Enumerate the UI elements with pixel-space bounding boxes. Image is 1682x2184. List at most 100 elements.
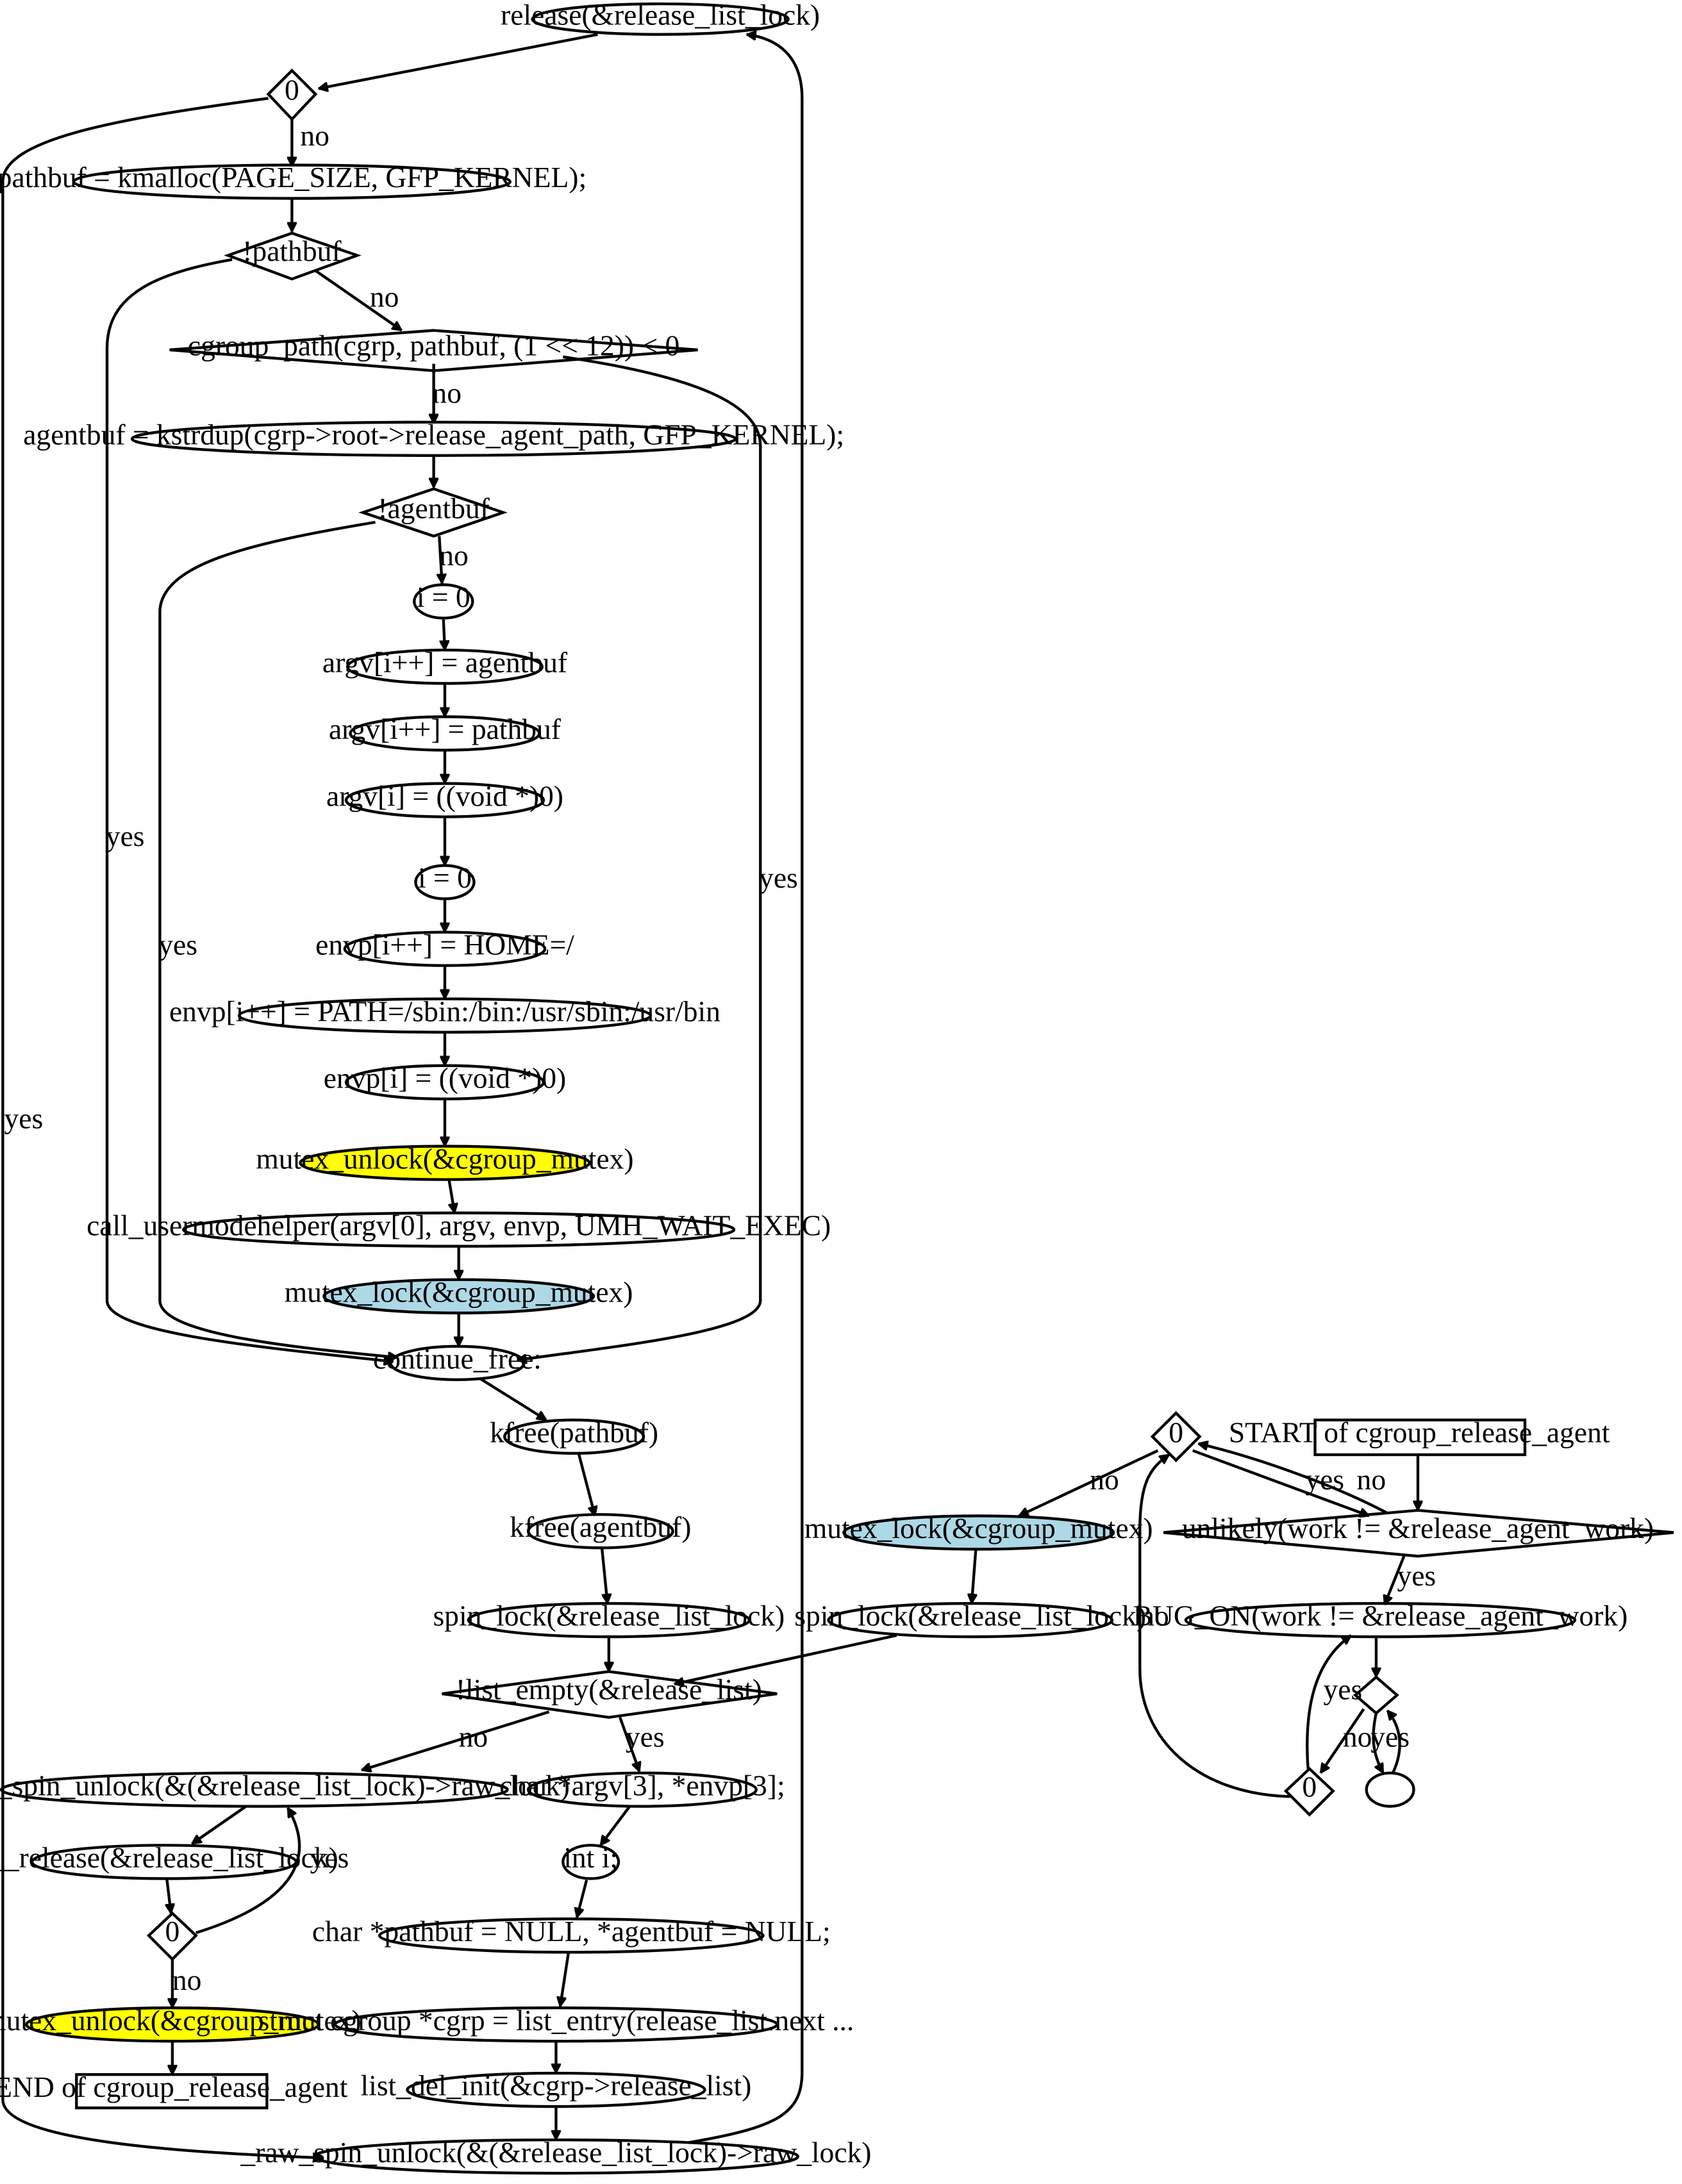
node-label: spin_lock(&release_list_lock): [433, 1600, 785, 1632]
node-label: pathbuf = kmalloc(PAGE_SIZE, GFP_KERNEL)…: [0, 161, 587, 194]
node-char-argv: char *argv[3], *envp[3];: [499, 1769, 785, 1808]
node-mutex-unlock: mutex_unlock(&cgroup_mutex): [0, 2004, 362, 2043]
node-i-zero: i = 0: [413, 581, 474, 620]
edge-label-no: no: [439, 539, 469, 572]
node-pathbuf-alloc: pathbuf = kmalloc(PAGE_SIZE, GFP_KERNEL)…: [0, 161, 587, 200]
node-label: i = 0: [418, 861, 472, 894]
edge-label-no: no: [172, 1964, 202, 1996]
node-envp-null: envp[i] = ((void *)0): [324, 1061, 566, 1101]
decision-cgroup-path: cgroup_path(cgrp, pathbuf, (1 << 12)) < …: [169, 329, 698, 372]
node-label: 0: [285, 74, 299, 106]
node-argv-agentbuf: argv[i++] = agentbuf: [322, 646, 568, 685]
edge: [1192, 1449, 1369, 1516]
node-label: !pathbuf: [242, 235, 342, 267]
decision-list-empty: !list_empty(&release_list): [442, 1670, 778, 1719]
edge: [362, 1710, 550, 1770]
edge: [1198, 1444, 1388, 1515]
node-label: char *argv[3], *envp[3];: [499, 1769, 785, 1801]
edge-label-no: no: [1140, 1600, 1169, 1632]
node-label: mutex_unlock(&cgroup_mutex): [256, 1142, 633, 1175]
edge: [577, 1452, 595, 1516]
edge: [560, 1952, 570, 2006]
decision-unlikely-work: unlikely(work != &release_agent_work): [1163, 1509, 1674, 1558]
node-spin-lock: spin_lock(&release_list_lock): [794, 1600, 1146, 1639]
edge-label-no: no: [370, 281, 399, 313]
decision-zero: 0: [1150, 1410, 1202, 1462]
node-label: 0: [165, 1915, 180, 1948]
edge: [1, 97, 322, 2158]
node-label: release(&release_list_lock): [501, 0, 820, 31]
edge-label-yes: yes: [1305, 1463, 1344, 1496]
node-label: BUG_ON(work != &release_agent_work): [1133, 1600, 1628, 1632]
node-label: envp[i++] = PATH=/sbin:/bin:/usr/sbin:/u…: [169, 995, 720, 1027]
edge: [674, 1634, 897, 1684]
edge: [688, 35, 804, 2144]
node-label: struct cgroup *cgrp = list_entry(release…: [258, 2004, 854, 2037]
node-label: 0: [1302, 1770, 1317, 1803]
edge-label-yes: yes: [158, 928, 197, 961]
decision-zero: 0: [1283, 1767, 1335, 1817]
edge-label-yes: yes: [106, 820, 145, 852]
node-label: continue_free:: [373, 1343, 542, 1375]
edge: [444, 619, 445, 650]
edge: [192, 1805, 247, 1845]
decision-not-pathbuf: !pathbuf: [224, 231, 362, 281]
edge-label-no: no: [1343, 1720, 1372, 1753]
node-label: 0: [1169, 1416, 1183, 1448]
node-kfree-pathbuf: kfree(pathbuf): [490, 1416, 658, 1455]
node-mutex-unlock: mutex_unlock(&cgroup_mutex): [256, 1142, 634, 1181]
node-label: list_del_init(&cgrp->release_list): [361, 2069, 752, 2102]
node-label: i = 0: [417, 581, 470, 613]
edge-label-no: no: [300, 119, 329, 152]
node-label: argv[i] = ((void *)0): [326, 779, 563, 812]
node-raw-spin-unlock: _raw_spin_unlock(&(&release_list_lock)->…: [240, 2136, 871, 2175]
decision-not-agentbuf: !agentbuf: [358, 487, 508, 538]
edge: [517, 355, 762, 1361]
node-char-pathbuf: char *pathbuf = NULL, *agentbuf = NULL;: [312, 1915, 831, 1954]
edge: [1372, 1712, 1385, 1773]
edge-labels: no yes no yes no yes no yes no yes yes n…: [4, 119, 1436, 1996]
edge: [1386, 1710, 1401, 1774]
edge-label-yes: yes: [1397, 1559, 1436, 1592]
node-label: argv[i++] = agentbuf: [322, 646, 568, 679]
node-kfree-agentbuf: kfree(agentbuf): [510, 1510, 691, 1550]
node-list-del: list_del_init(&cgrp->release_list): [361, 2069, 752, 2108]
edge: [577, 1880, 588, 1918]
edge: [972, 1549, 976, 1603]
edge: [167, 1878, 171, 1913]
node-label: kfree(agentbuf): [510, 1510, 691, 1543]
node-start: START of cgroup_release_agent: [1229, 1416, 1610, 1457]
node-argv-null: argv[i] = ((void *)0): [326, 779, 563, 818]
node-continue-free: continue_free:: [373, 1343, 542, 1382]
node-label: START of cgroup_release_agent: [1229, 1416, 1610, 1448]
node-label: _raw_spin_unlock(&(&release_list_lock)->…: [0, 1769, 570, 1801]
edge: [1306, 1634, 1351, 1769]
node-label: agentbuf = kstrdup(cgrp->root->release_a…: [23, 418, 844, 451]
node-label: spin_lock(&release_list_lock): [794, 1600, 1146, 1632]
node-label: mutex_unlock(&cgroup_mutex): [0, 2004, 362, 2037]
node-release: __release(&release_list_lock): [0, 1841, 338, 1880]
edge: [619, 1717, 639, 1772]
node-label: unlikely(work != &release_agent_work): [1182, 1512, 1654, 1544]
node-mutex-lock: mutex_lock(&cgroup_mutex): [285, 1275, 633, 1314]
edge-label-no: no: [1357, 1463, 1386, 1496]
edge-label-no: no: [1090, 1463, 1119, 1496]
node-mutex-lock: mutex_lock(&cgroup_mutex): [804, 1512, 1153, 1551]
edge-label-yes: yes: [1324, 1673, 1363, 1706]
node-label: !agentbuf: [378, 492, 490, 524]
node-label: argv[i++] = pathbuf: [329, 713, 562, 745]
node-struct-cgroup: struct cgroup *cgrp = list_entry(release…: [258, 2004, 854, 2043]
edge-label-yes: yes: [759, 861, 798, 894]
node-call-usermodehelper: call_usermodehelper(argv[0], argv, envp,…: [87, 1209, 831, 1248]
node-label: __release(&release_list_lock): [0, 1841, 338, 1874]
edges: [1, 35, 1418, 2158]
node-bug-on: BUG_ON(work != &release_agent_work): [1133, 1600, 1628, 1639]
edge: [439, 536, 442, 584]
node-envp-home: envp[i++] = HOME=/: [315, 928, 574, 967]
edge-label-yes: yes: [1370, 1720, 1410, 1753]
node-agentbuf-dup: agentbuf = kstrdup(cgrp->root->release_a…: [23, 418, 844, 457]
node-envp-path: envp[i++] = PATH=/sbin:/bin:/usr/sbin:/u…: [169, 995, 720, 1034]
node-release-lock: release(&release_list_lock): [501, 0, 820, 36]
node-spin-lock: spin_lock(&release_list_lock): [433, 1600, 785, 1639]
